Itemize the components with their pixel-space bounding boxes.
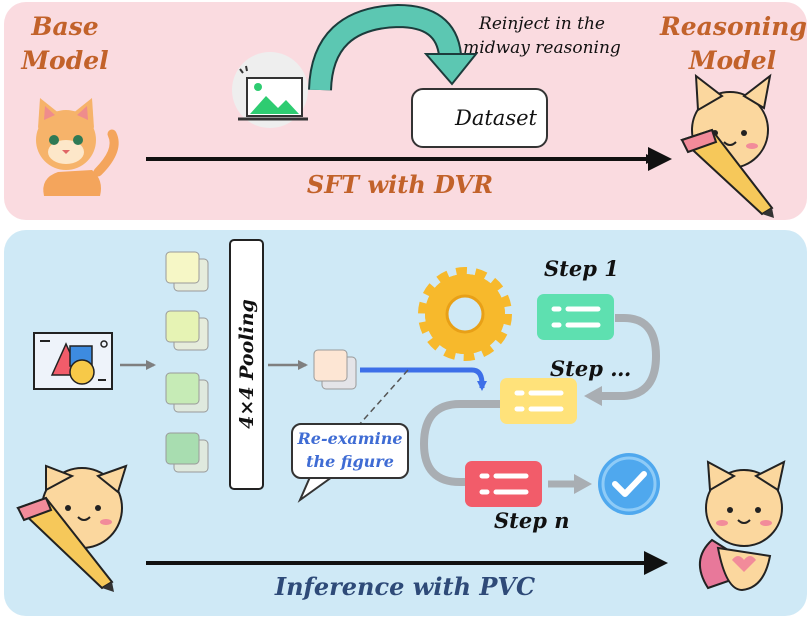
sft-label: SFT with DVR xyxy=(306,170,494,199)
reasoning-model-title: Reasoning Model xyxy=(660,10,807,78)
base-model-title: Base Model xyxy=(10,10,120,78)
input-model-cat-icon xyxy=(16,464,128,592)
inference-panel xyxy=(4,230,807,616)
visual-token-2 xyxy=(165,310,209,351)
pooled-token xyxy=(313,349,357,390)
dataset-box xyxy=(411,88,548,148)
visual-token-1 xyxy=(165,251,209,292)
reexamine-line1: Re-examine xyxy=(297,429,403,448)
dataset-label: Dataset xyxy=(455,106,537,130)
pooling-label: 4×4 Pooling xyxy=(236,299,258,429)
reinject-caption: Reinject in the midway reasoning xyxy=(442,12,642,60)
step-middle-label: Step … xyxy=(550,356,632,381)
base-model-title-line2: Model xyxy=(21,46,109,75)
reasoning-model-title-line2: Model xyxy=(688,46,777,75)
reinject-visual-arrow xyxy=(360,367,487,391)
visual-token-3 xyxy=(165,372,209,413)
output-model-cat-icon xyxy=(699,460,786,592)
reinject-caption-line2: midway reasoning xyxy=(463,38,621,58)
check-icon xyxy=(598,453,660,515)
step-n-card xyxy=(465,461,542,507)
reinject-arrow xyxy=(308,3,479,91)
image-icon xyxy=(232,52,308,128)
step-1-label: Step 1 xyxy=(544,256,619,281)
inference-label: Inference with PVC xyxy=(274,572,536,601)
step-1-card xyxy=(537,294,614,340)
step-middle-card xyxy=(500,378,577,424)
step-n-label: Step n xyxy=(494,508,570,533)
reasoning-model-title-line1: Reasoning xyxy=(660,12,807,41)
visual-token-4 xyxy=(165,432,209,473)
reexamine-line2: the figure xyxy=(306,452,394,471)
base-model-title-line1: Base xyxy=(31,12,99,41)
reasoning-model-cat-icon xyxy=(680,73,774,218)
gear-icon xyxy=(418,267,512,361)
figure-input-icon xyxy=(33,332,113,390)
pooling-box xyxy=(229,239,264,490)
reinject-caption-line1: Reinject in the xyxy=(479,14,605,34)
reexamine-bubble xyxy=(291,423,409,479)
base-model-cat-icon xyxy=(36,98,119,196)
reexamine-text: Re-examine the figure xyxy=(291,427,409,473)
reasoning-loop xyxy=(596,314,661,400)
sft-panel xyxy=(4,2,807,220)
